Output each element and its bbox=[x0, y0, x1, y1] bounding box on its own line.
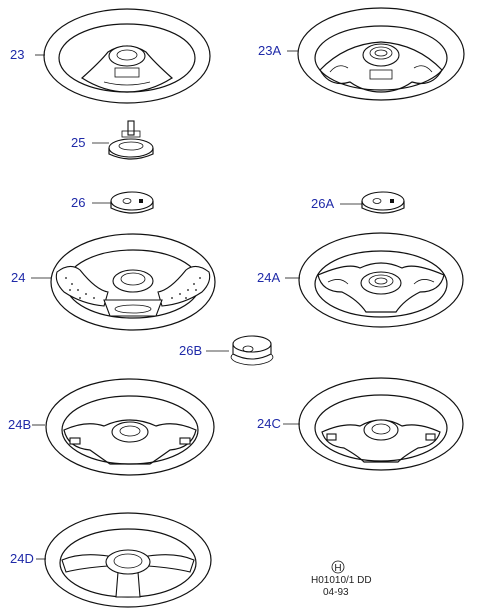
spoke-padding-pattern bbox=[65, 277, 201, 299]
callout-24c: 24C bbox=[257, 416, 281, 431]
reference-code: H01010/1 DD bbox=[311, 575, 372, 586]
part-24d[interactable]: 24D bbox=[10, 512, 212, 608]
horn-cap-26b bbox=[230, 335, 274, 366]
callout-24a: 24A bbox=[257, 270, 280, 285]
part-26[interactable]: 26 bbox=[71, 191, 154, 214]
steering-wheel-24d bbox=[44, 512, 212, 608]
steering-wheel-23a bbox=[297, 7, 465, 101]
callout-24b: 24B bbox=[8, 417, 31, 432]
part-26b[interactable]: 26B bbox=[179, 335, 274, 366]
drawing-reference: H H01010/1 DD 04-93 bbox=[311, 560, 372, 598]
part-23[interactable]: 23 bbox=[10, 8, 211, 104]
part-26a[interactable]: 26A bbox=[311, 191, 405, 214]
part-24c[interactable]: 24C bbox=[257, 377, 464, 471]
steering-wheel-24c bbox=[298, 377, 464, 471]
steering-wheel-23 bbox=[43, 8, 211, 104]
part-24a[interactable]: 24A bbox=[257, 232, 464, 328]
callout-26a: 26A bbox=[311, 196, 334, 211]
callout-24d: 24D bbox=[10, 551, 34, 566]
part-25[interactable]: 25 bbox=[71, 120, 154, 160]
callout-23a: 23A bbox=[258, 43, 281, 58]
steering-wheel-24a bbox=[298, 232, 464, 328]
date-code: 04-93 bbox=[323, 587, 349, 598]
callout-25: 25 bbox=[71, 135, 85, 150]
horn-cap-26a bbox=[361, 191, 405, 214]
steering-wheel-24 bbox=[50, 233, 216, 331]
steering-wheel-24b bbox=[45, 378, 215, 476]
part-23a[interactable]: 23A bbox=[258, 7, 465, 101]
part-24[interactable]: 24 bbox=[11, 233, 216, 331]
horn-button-25 bbox=[108, 120, 154, 160]
horn-cap-26 bbox=[110, 191, 154, 214]
h-symbol: H bbox=[334, 563, 341, 574]
h-symbol-icon bbox=[331, 560, 345, 574]
part-24b[interactable]: 24B bbox=[8, 378, 215, 476]
callout-23: 23 bbox=[10, 47, 24, 62]
callout-26: 26 bbox=[71, 195, 85, 210]
callout-24: 24 bbox=[11, 270, 25, 285]
callout-26b: 26B bbox=[179, 343, 202, 358]
